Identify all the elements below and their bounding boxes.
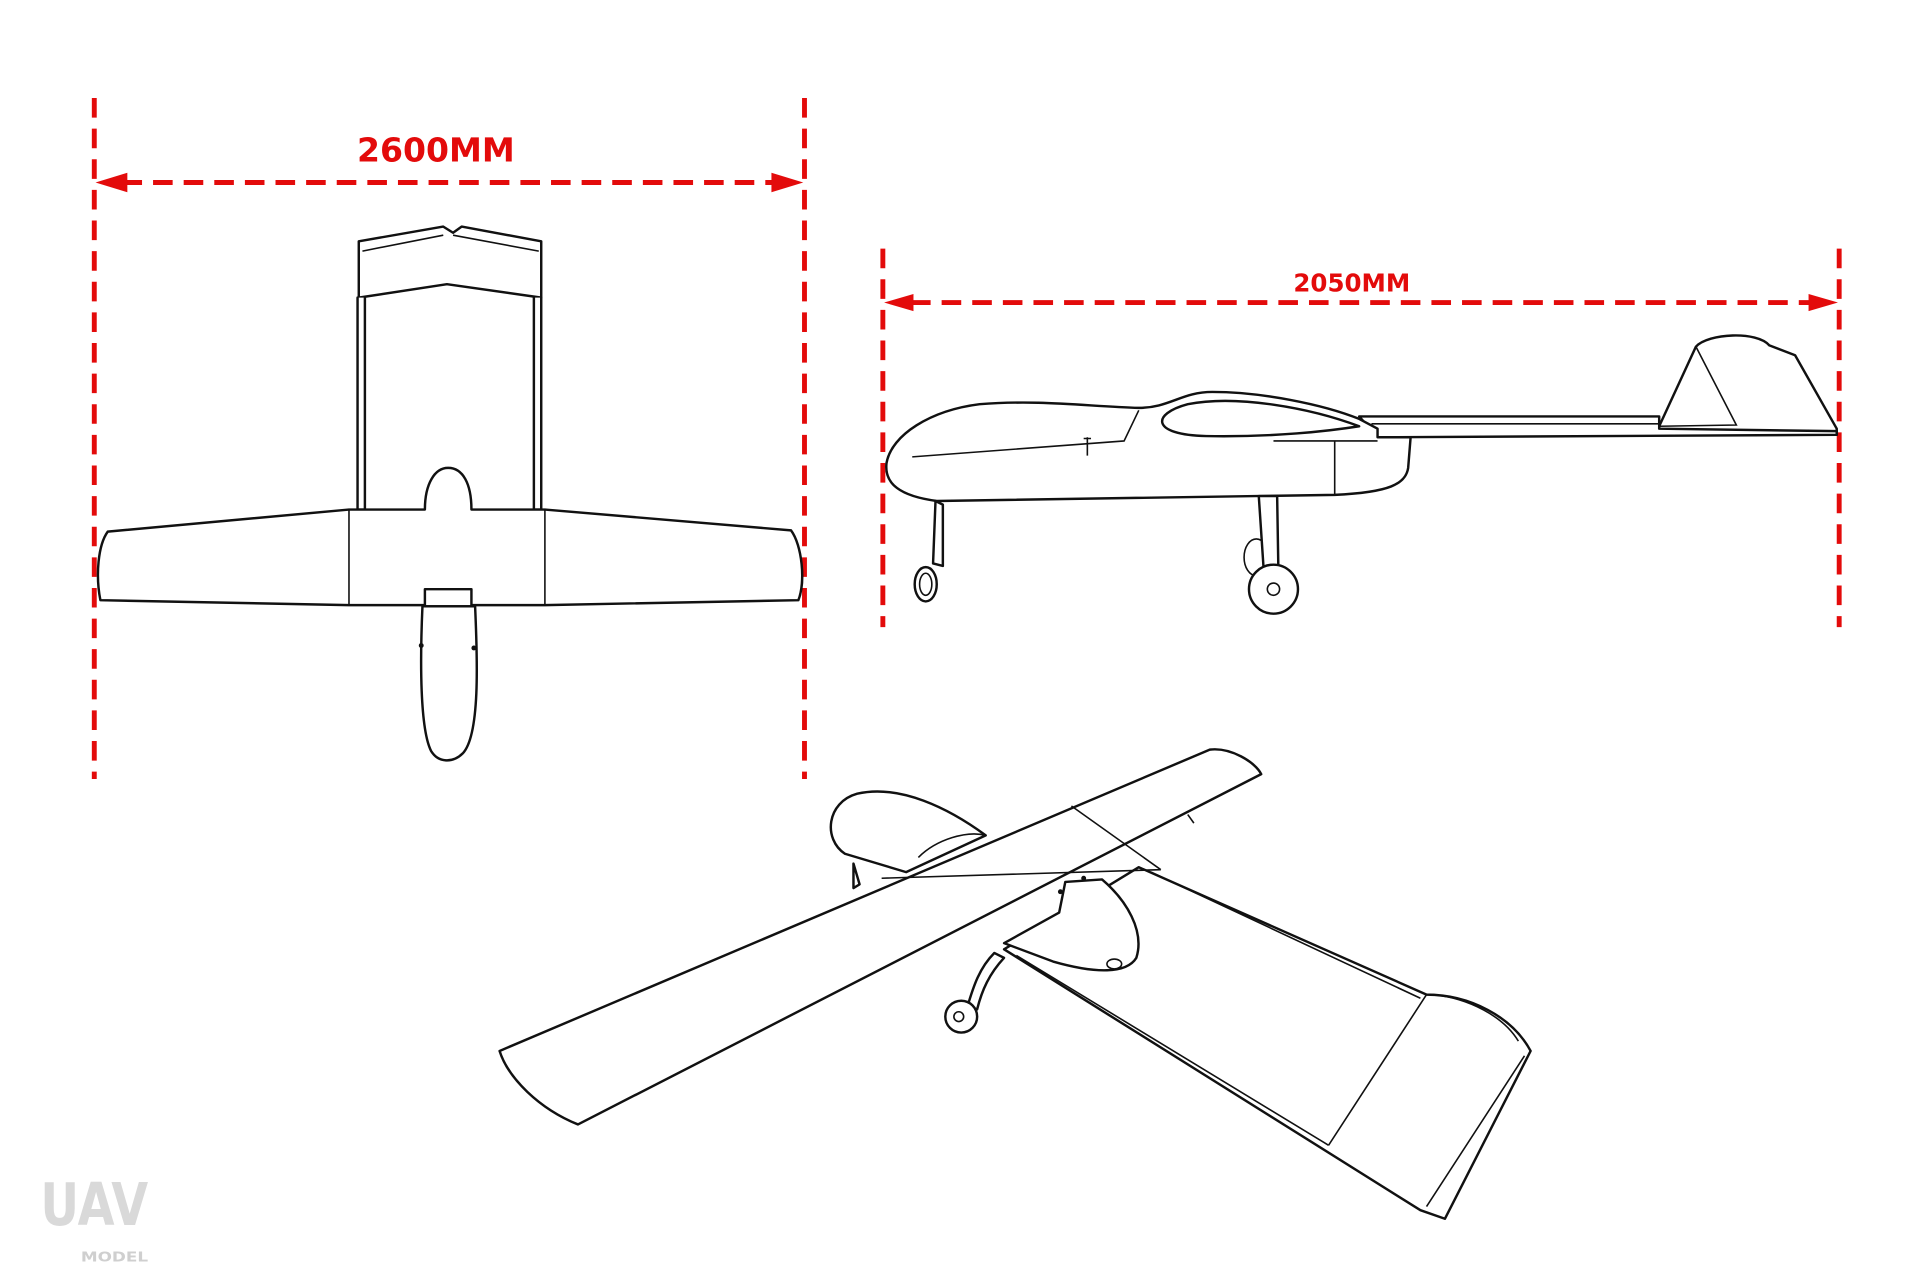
length-label: 2050MM — [1293, 269, 1410, 298]
uav-model-logo: UAV MODEL — [40, 1170, 148, 1266]
length-dimension: 2050MM — [880, 248, 1842, 628]
side-view: 2050MM — [880, 248, 1842, 628]
top-view: 2600MM — [91, 97, 807, 780]
top-view-airframe — [96, 225, 804, 762]
side-view-airframe — [885, 334, 1838, 615]
wingspan-label: 2600MM — [357, 131, 515, 170]
svg-text:MODEL: MODEL — [81, 1250, 149, 1266]
svg-text:UAV: UAV — [40, 1170, 148, 1239]
isometric-view — [498, 748, 1532, 1220]
wingspan-dimension: 2600MM — [91, 97, 807, 780]
